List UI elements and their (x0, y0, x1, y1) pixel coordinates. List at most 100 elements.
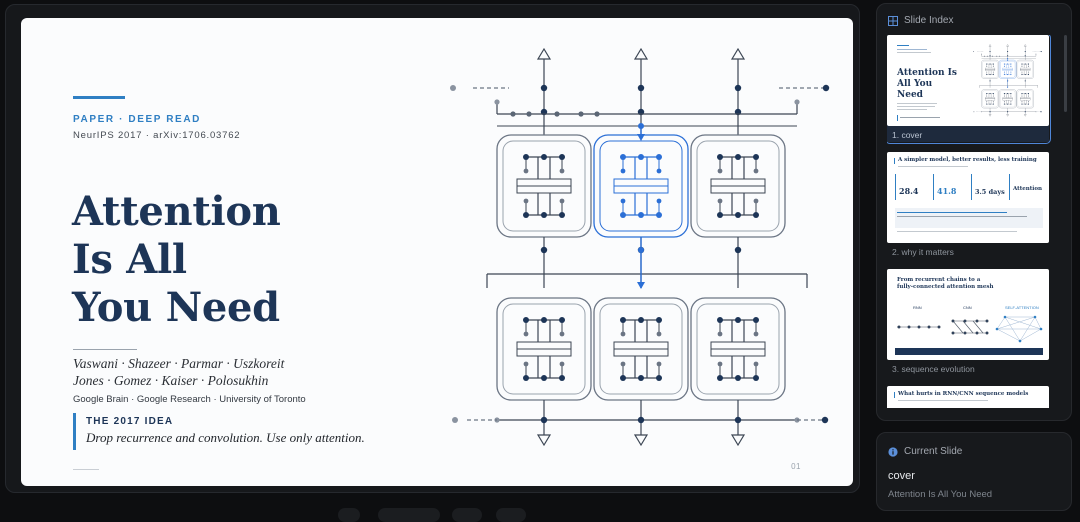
layer-norm-bar (613, 185, 669, 194)
input-arrow (633, 434, 649, 447)
node-dot (559, 212, 565, 218)
node-dot (991, 55, 993, 57)
thumbnail-why-it-matters[interactable]: A simpler model, better results, less tr… (887, 152, 1049, 259)
node-dot (735, 317, 741, 323)
toolbar-button[interactable] (338, 508, 360, 522)
thumb-title: What hurts in RNN/CNN sequence models (898, 391, 1029, 397)
thumb-col-label: RNN (913, 305, 922, 310)
node-dot (559, 198, 565, 204)
node-dot (986, 63, 988, 65)
node-dot (986, 103, 988, 105)
node-dot (1028, 66, 1029, 68)
node-dot (1027, 103, 1030, 105)
title-divider (73, 349, 137, 350)
thumbnail-label: 1. cover (887, 126, 1049, 142)
slide-title: Attention Is All You Need (72, 188, 281, 332)
node-dot (620, 168, 626, 174)
slide-venue: NeurIPS 2017 · arXiv:1706.03762 (73, 130, 241, 141)
node-dot (1010, 66, 1012, 68)
node-dot (638, 317, 644, 323)
scrollbar-thumb[interactable] (1064, 35, 1067, 112)
thumb-sequence-sketch (897, 315, 1043, 343)
encoder-block-inner (1017, 90, 1033, 108)
layer-norm-bar (1020, 67, 1031, 70)
encoder-block-inner (1017, 61, 1033, 78)
slide-stage: PAPER · DEEP READ NeurIPS 2017 · arXiv:1… (5, 4, 860, 493)
layer-norm-bar (516, 185, 572, 194)
node-dot (541, 375, 547, 381)
layer-norm-bar (516, 341, 572, 350)
layer-norm-bar (613, 178, 669, 187)
slide-canvas[interactable]: PAPER · DEEP READ NeurIPS 2017 · arXiv:1… (21, 18, 853, 486)
layer-norm-bar (985, 97, 996, 99)
node-dot (637, 416, 645, 424)
thumbnail-label: 3. sequence evolution (892, 364, 975, 374)
node-dot (1010, 101, 1012, 103)
node-dot (656, 331, 662, 337)
layer-norm-bar (985, 98, 996, 101)
node-dot (1021, 66, 1023, 68)
node-dot (1003, 93, 1005, 95)
encoder-block-inner (982, 61, 998, 78)
node-dot (973, 111, 975, 113)
layer-norm-bar (1020, 97, 1031, 99)
layer-norm-bar (1020, 98, 1031, 101)
thumbnail-image: Attention Is All You Need (887, 35, 1049, 126)
thumbnail-label: 2. why it matters (892, 247, 954, 257)
node-dot (717, 198, 723, 204)
node-dot (992, 93, 994, 95)
encoder-block-inner (1000, 90, 1016, 108)
info-icon (888, 446, 898, 457)
node-dot (735, 154, 741, 160)
node-dot (656, 361, 662, 367)
node-dot (989, 93, 991, 95)
flow-arrow (1006, 59, 1009, 62)
node-dot (540, 84, 548, 92)
page-number: 01 (791, 462, 801, 471)
thumbnail-list[interactable]: Attention Is All You Need 1. cover A sim… (887, 35, 1053, 408)
node-dot (1007, 103, 1009, 105)
node-dot (1028, 95, 1029, 97)
slide-index-title: Slide Index (904, 15, 954, 26)
thumbnail-rnn-cnn-pain[interactable]: What hurts in RNN/CNN sequence models (887, 386, 1049, 408)
layer-norm-bar (1002, 98, 1013, 101)
layer-norm-bar (1002, 69, 1013, 71)
node-dot (637, 84, 645, 92)
node-dot (1007, 93, 1009, 95)
node-dot (1040, 50, 1042, 53)
node-dot (734, 246, 742, 254)
input-arrow (1023, 114, 1027, 117)
node-dot (717, 317, 723, 323)
node-dot (822, 84, 830, 92)
node-dot (717, 168, 723, 174)
idea-text: Drop recurrence and convolution. Use onl… (86, 430, 365, 445)
node-dot (999, 55, 1001, 57)
grid-icon (888, 15, 898, 26)
node-dot (983, 55, 985, 57)
node-dot (1024, 93, 1026, 95)
node-dot (992, 101, 994, 103)
node-dot (559, 154, 565, 160)
node-dot (753, 212, 759, 218)
node-dot (450, 85, 456, 91)
node-dot (452, 417, 458, 423)
current-slide-header: Current Slide (888, 446, 962, 457)
current-slide-subtitle: Attention Is All You Need (888, 489, 993, 500)
node-dot (559, 331, 565, 337)
node-dot (554, 111, 560, 117)
toolbar-button[interactable] (378, 508, 440, 522)
node-dot (992, 66, 994, 68)
input-arrow (536, 434, 552, 447)
node-dot (986, 95, 988, 97)
toolbar-button[interactable] (452, 508, 482, 522)
node-dot (1035, 53, 1037, 55)
thumbnail-cover[interactable]: Attention Is All You Need 1. cover (887, 35, 1051, 144)
encoder-block-inner (696, 140, 780, 232)
thumbnail-sequence-evolution[interactable]: From recurrent chains to a fully-connect… (887, 269, 1049, 376)
layer-norm-bar (613, 341, 669, 350)
toolbar-button[interactable] (496, 508, 526, 522)
node-dot (526, 111, 532, 117)
title-line: You Need (72, 284, 280, 331)
node-dot (1010, 63, 1012, 65)
node-dot (717, 154, 723, 160)
